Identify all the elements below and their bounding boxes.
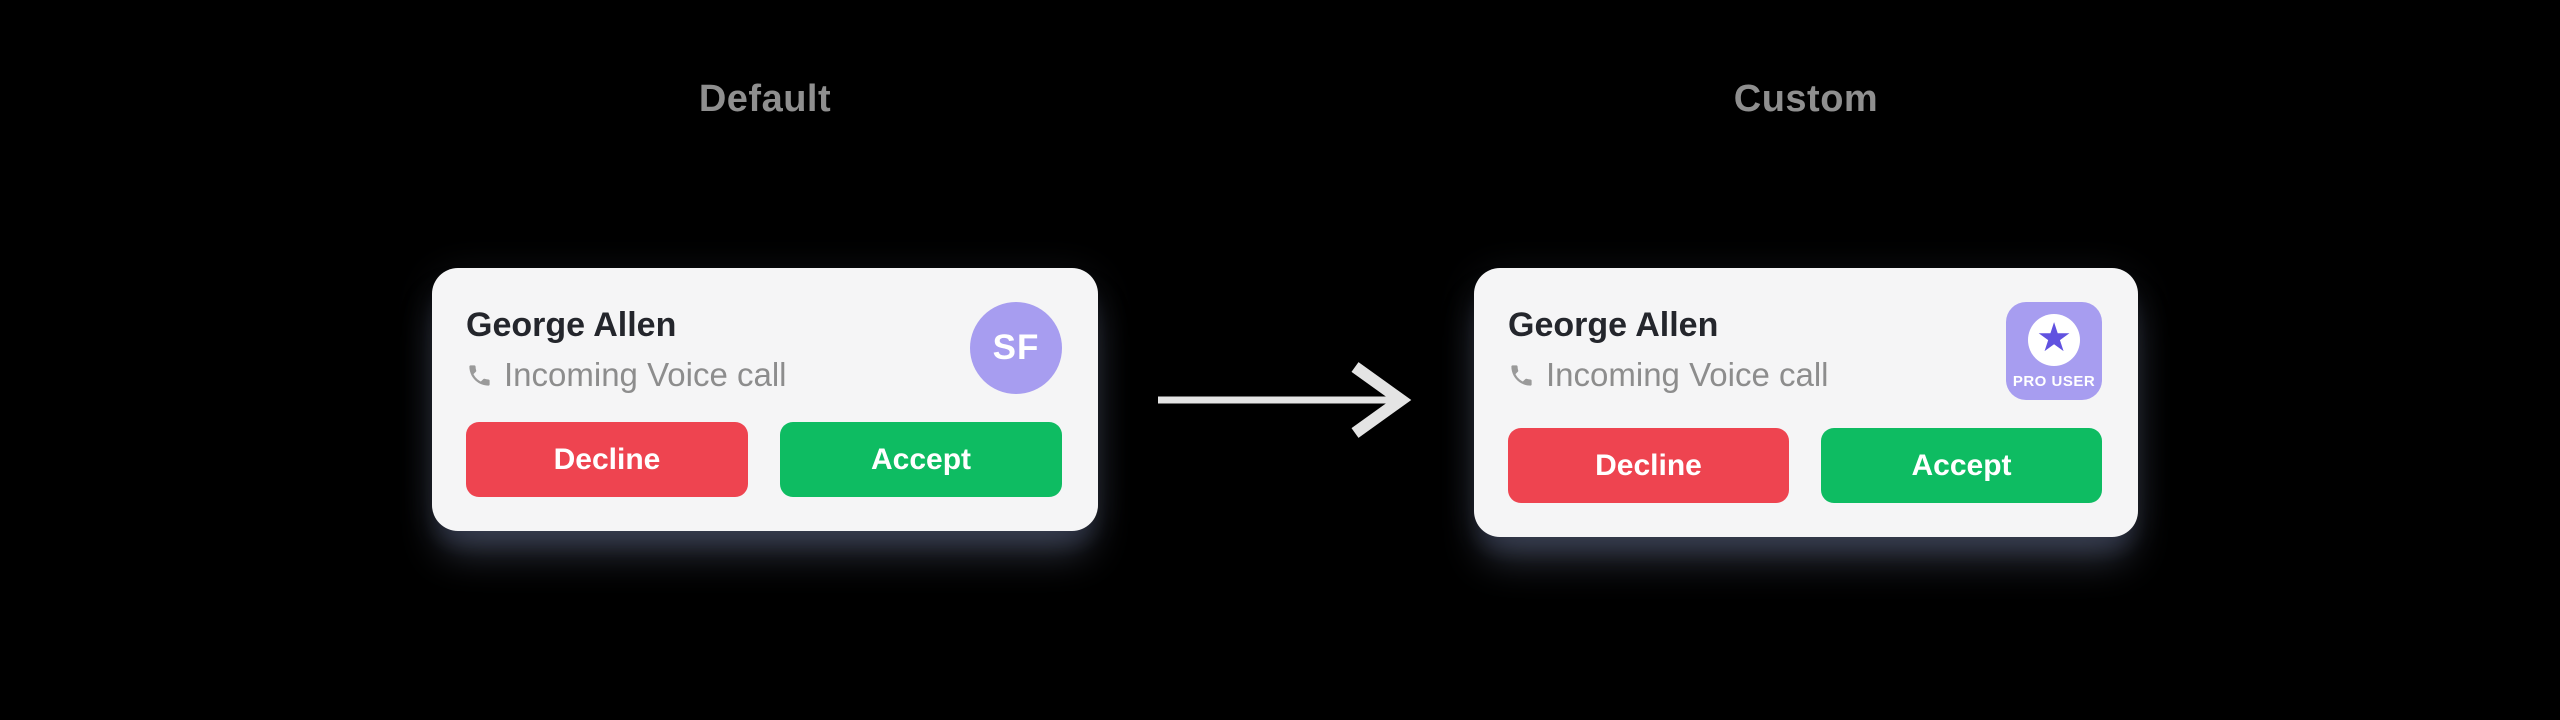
caller-name: George Allen <box>466 306 677 344</box>
call-type-label: Incoming Voice call <box>1546 356 1829 394</box>
star-icon: ★ <box>2036 316 2072 360</box>
caller-info: George Allen Incoming Voice call <box>466 302 786 393</box>
star-circle: ★ <box>2028 314 2080 366</box>
call-actions: Decline Accept <box>1508 428 2102 503</box>
section-title-custom: Custom <box>1733 78 1879 120</box>
call-type-label: Incoming Voice call <box>504 356 787 394</box>
accept-button[interactable]: Accept <box>780 422 1062 497</box>
call-type-row: Incoming Voice call <box>466 356 787 394</box>
phone-icon <box>466 362 493 389</box>
decline-button[interactable]: Decline <box>466 422 748 497</box>
call-actions: Decline Accept <box>466 422 1062 497</box>
caller-info: George Allen Incoming Voice call <box>1508 302 1828 393</box>
incoming-call-card-default: George Allen Incoming Voice call SF Decl… <box>432 268 1098 531</box>
pro-user-badge: ★ PRO USER <box>2006 302 2102 400</box>
section-title-default: Default <box>698 78 832 120</box>
decline-button[interactable]: Decline <box>1508 428 1789 503</box>
card-header: George Allen Incoming Voice call ★ PRO U… <box>1508 302 2102 400</box>
card-header: George Allen Incoming Voice call SF <box>466 302 1062 394</box>
caller-name: George Allen <box>1508 306 1719 344</box>
accept-button[interactable]: Accept <box>1821 428 2102 503</box>
incoming-call-card-custom: George Allen Incoming Voice call ★ PRO U… <box>1474 268 2138 537</box>
phone-icon <box>1508 362 1535 389</box>
call-type-row: Incoming Voice call <box>1508 356 1829 394</box>
avatar: SF <box>970 302 1062 394</box>
pro-user-label: PRO USER <box>2012 373 2096 390</box>
arrow-right-icon <box>1158 362 1412 438</box>
